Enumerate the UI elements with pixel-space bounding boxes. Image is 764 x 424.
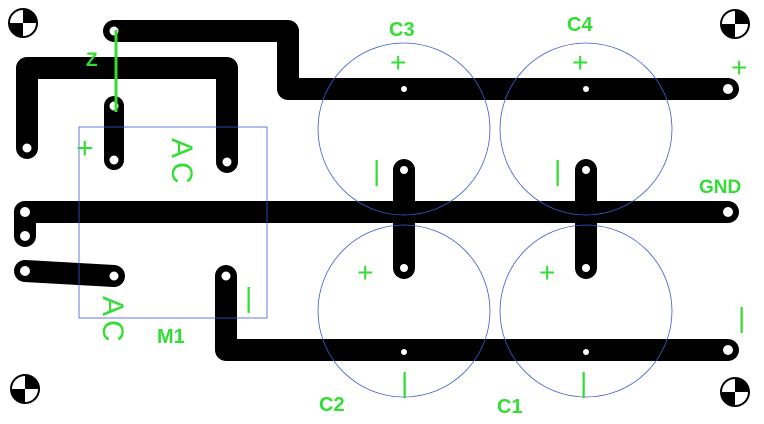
plus-sign-c4: + [572, 47, 588, 78]
label-c1: C1 [497, 396, 523, 418]
silkscreen-layer: Z C3 C4 C2 C1 M1 GND AC AC + + + + + + |… [76, 14, 747, 418]
pad-hole [109, 271, 119, 281]
bridge-rectifier-outline [78, 126, 268, 319]
capacitor-outline-c3 [317, 42, 491, 216]
label-c3: C3 [389, 19, 415, 41]
label-gnd: GND [699, 177, 741, 198]
outline-layer [78, 42, 673, 398]
registration-target-icon [720, 9, 750, 39]
plus-sign-bridge: + [76, 132, 94, 165]
pad-hole [20, 266, 30, 276]
capacitor-outline-c1 [499, 224, 673, 398]
capacitor-outline-c4 [499, 42, 673, 216]
pad-hole [582, 264, 590, 272]
pad-hole [583, 86, 589, 92]
plus-sign-output: + [731, 52, 747, 83]
minus-sign-c2: | [401, 367, 408, 398]
pad-hole [22, 143, 32, 153]
pad-hole [222, 157, 232, 167]
pad-hole [401, 349, 407, 355]
pad-hole [723, 207, 733, 217]
plus-sign-c2: + [357, 257, 373, 288]
pad-hole [109, 155, 119, 165]
pad-hole [583, 349, 589, 355]
minus-sign-c1: | [580, 367, 587, 398]
registration-target-icon [10, 374, 40, 404]
trace-negative-rail [215, 265, 739, 361]
copper-layer [14, 20, 739, 361]
trace-ac-top [16, 57, 238, 173]
pad-hole [20, 231, 30, 241]
pad-hole [401, 86, 407, 92]
plus-sign-c3: + [390, 47, 406, 78]
registration-target-icon [8, 8, 38, 38]
pad-hole [582, 166, 590, 174]
pad-hole [723, 84, 733, 94]
label-z: Z [86, 50, 98, 71]
label-c4: C4 [567, 14, 593, 36]
minus-sign-c3: | [373, 155, 380, 186]
trace-positive-rail [103, 20, 739, 100]
pad-hole [221, 271, 231, 281]
minus-sign-c4: | [554, 155, 561, 186]
pad-holes [20, 26, 733, 355]
trace-ac-bottom [14, 260, 125, 287]
label-ac-top: AC [165, 138, 198, 188]
minus-sign-bridge: | [245, 282, 252, 313]
capacitor-outline-c2 [317, 224, 491, 398]
pad-hole [400, 264, 408, 272]
label-m1: M1 [157, 326, 185, 348]
pad-hole [400, 166, 408, 174]
registration-marks [8, 8, 750, 407]
plus-sign-c1: + [539, 257, 555, 288]
label-ac-bottom: AC [96, 296, 129, 346]
label-c2: C2 [319, 394, 345, 416]
minus-sign-output: | [738, 302, 745, 333]
pad-hole [723, 345, 733, 355]
pad-hole [20, 207, 30, 217]
registration-target-icon [720, 377, 750, 407]
